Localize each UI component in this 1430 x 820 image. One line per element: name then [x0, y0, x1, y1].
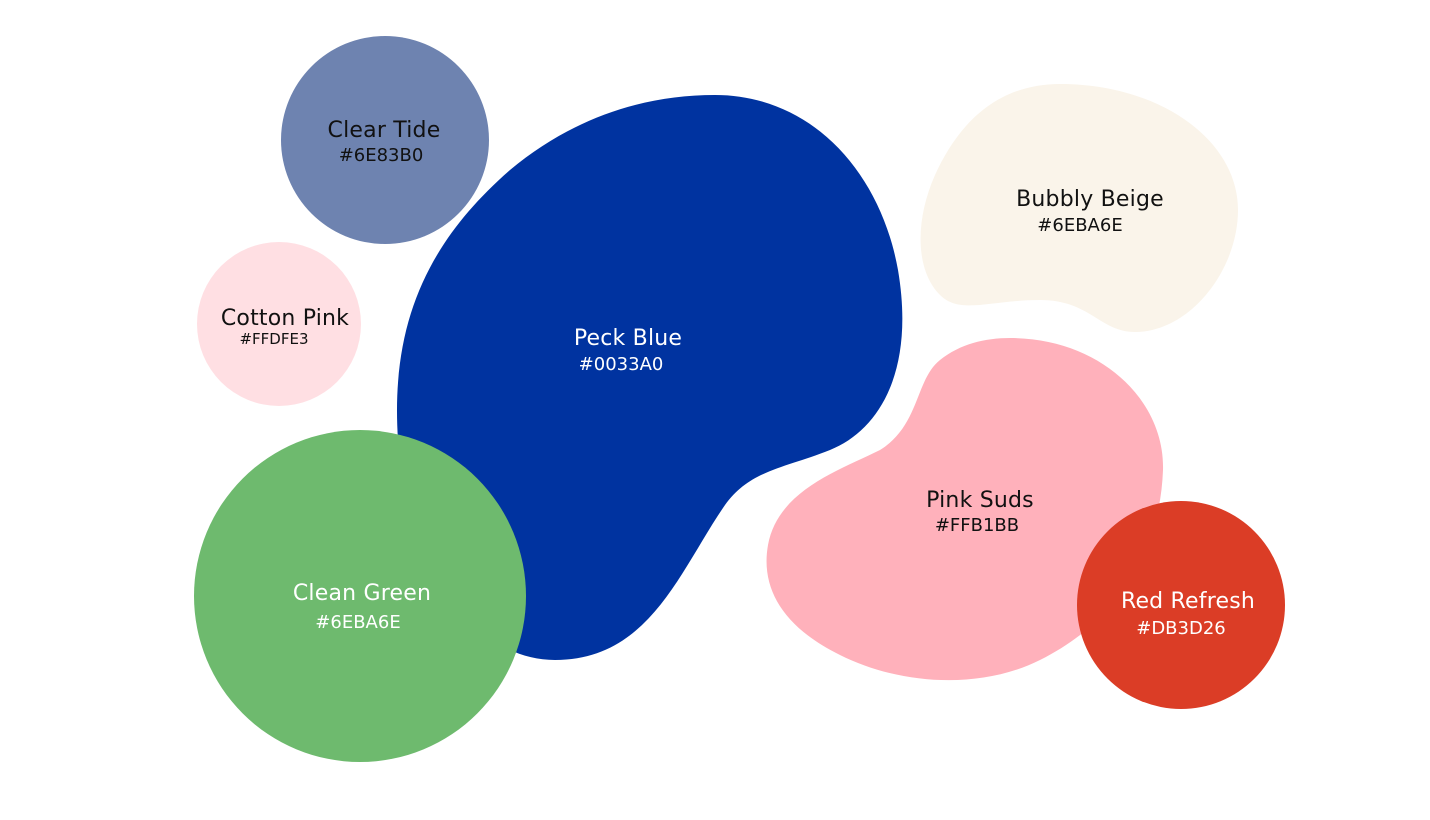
swatch-clean-green-name: Clean Green	[293, 581, 431, 606]
swatch-peck-blue-blob	[396, 95, 903, 660]
swatch-clear-tide-name: Clear Tide	[328, 118, 441, 143]
swatch-bubbly-beige-name: Bubbly Beige	[1016, 187, 1164, 212]
swatch-peck-blue-name: Peck Blue	[574, 326, 682, 351]
swatch-pink-suds-blob	[766, 338, 1164, 681]
swatch-clean-green-hex: #6EBA6E	[315, 612, 400, 633]
swatch-clean-green-circle	[194, 430, 526, 762]
swatch-cotton-pink-name: Cotton Pink	[221, 306, 349, 331]
swatch-clear-tide-circle	[281, 36, 489, 244]
swatch-red-refresh-hex: #DB3D26	[1136, 618, 1226, 639]
swatch-red-refresh-name: Red Refresh	[1121, 589, 1255, 614]
swatch-bubbly-beige-blob	[920, 84, 1238, 332]
swatch-cotton-pink-circle	[197, 242, 361, 406]
swatch-cotton-pink-hex: #FFDFE3	[239, 330, 308, 348]
swatch-pink-suds-name: Pink Suds	[926, 488, 1034, 513]
swatch-pink-suds-hex: #FFB1BB	[935, 515, 1019, 536]
swatch-peck-blue-hex: #0033A0	[579, 354, 664, 375]
swatch-red-refresh-circle	[1077, 501, 1285, 709]
swatch-bubbly-beige-hex: #6EBA6E	[1037, 215, 1122, 236]
swatch-clear-tide-hex: #6E83B0	[339, 145, 424, 166]
